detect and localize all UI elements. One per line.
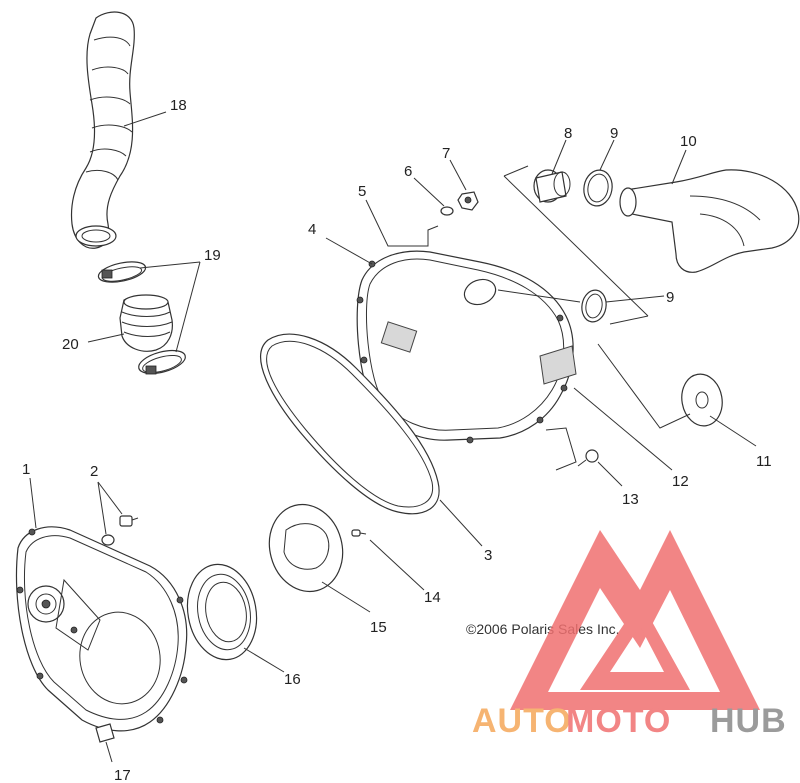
leader-13	[597, 461, 623, 487]
leader-5	[365, 199, 439, 247]
leader-6	[413, 177, 445, 207]
callout-6: 6	[404, 163, 412, 180]
leader-assy-top	[503, 165, 649, 325]
coupler-part-8	[533, 169, 571, 203]
leader-19a	[139, 261, 201, 269]
callout-19: 19	[204, 247, 221, 264]
leader-3	[439, 499, 483, 547]
leader-17	[105, 741, 113, 763]
leader-2b	[97, 481, 107, 535]
clamp-part-19-lower	[138, 349, 186, 375]
boot-part-20	[119, 294, 173, 352]
logo-text-hub: HUB	[710, 702, 787, 740]
bracket-part-17	[95, 723, 115, 743]
automotohub-logo: AUTO MOTO HUB	[472, 530, 787, 740]
bolt-part-13	[577, 449, 599, 467]
leader-12	[573, 387, 673, 471]
nut-part-7	[457, 191, 479, 211]
seal-ring-part-16	[186, 563, 258, 661]
leader-9b	[605, 295, 665, 303]
callout-13: 13	[622, 491, 639, 508]
callout-7: 7	[442, 145, 450, 162]
outer-cover-part-4	[356, 250, 577, 444]
gasket-plate-part-15	[268, 503, 344, 593]
leader-20	[87, 333, 125, 343]
callout-16: 16	[284, 671, 301, 688]
callout-14: 14	[424, 589, 441, 606]
callout-3: 3	[484, 547, 492, 564]
callout-12: 12	[672, 473, 689, 490]
callout-4: 4	[308, 221, 316, 238]
callout-1: 1	[22, 461, 30, 478]
leader-19b	[175, 261, 201, 353]
leader-16	[243, 647, 285, 673]
callout-8: 8	[564, 125, 572, 142]
callout-2: 2	[90, 463, 98, 480]
intake-part-10	[619, 169, 800, 273]
leader-9a	[599, 139, 615, 171]
logo-text-auto: AUTO	[472, 702, 572, 740]
intake-duct-part-18	[70, 11, 135, 249]
leader-8	[551, 139, 567, 175]
callout-18: 18	[170, 97, 187, 114]
seal-part-11	[681, 373, 723, 427]
callout-10: 10	[680, 133, 697, 150]
logo-text-moto: MOTO	[566, 702, 671, 740]
copyright-text: ©2006 Polaris Sales Inc.	[466, 621, 620, 637]
clamp-part-19-upper	[97, 261, 147, 283]
clamp-part-9-upper	[583, 169, 613, 207]
leader-13-assy	[545, 427, 577, 471]
screw-part-14	[351, 529, 367, 537]
leader-11	[709, 415, 757, 447]
leader-4	[325, 237, 373, 265]
callout-11: 11	[756, 453, 772, 470]
washer-part-6	[440, 206, 454, 216]
drive-belt-part-3	[260, 333, 440, 515]
leader-2a	[97, 481, 123, 515]
inner-cover-part-1	[15, 526, 188, 732]
callout-5: 5	[358, 183, 366, 200]
leader-9b-to-cover	[497, 289, 581, 303]
callout-9-upper: 9	[610, 125, 618, 142]
clamp-part-9-lower	[581, 289, 607, 323]
callout-17: 17	[114, 767, 131, 783]
leader-18	[123, 111, 167, 127]
leader-7	[449, 159, 467, 191]
callout-20: 20	[62, 336, 79, 353]
leader-11-assy	[597, 343, 691, 429]
leader-10	[671, 149, 687, 185]
fastener-part-2b	[101, 534, 115, 546]
callout-15: 15	[370, 619, 387, 636]
callout-9-lower: 9	[666, 289, 674, 306]
leader-14	[369, 539, 425, 591]
fastener-part-2a	[119, 515, 139, 527]
leader-1	[29, 477, 37, 529]
leader-15	[321, 581, 371, 613]
